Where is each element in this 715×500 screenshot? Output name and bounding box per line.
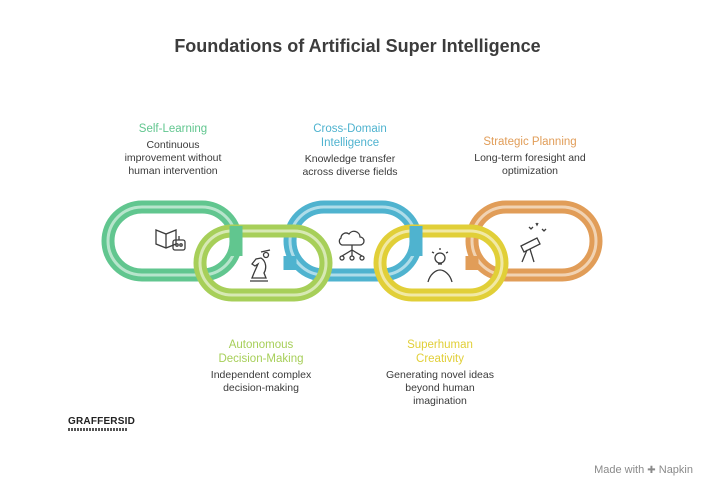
- lightbulb-person-icon: [427, 248, 453, 283]
- logo-text: GRAFFERSID: [68, 416, 135, 427]
- label-creativity: Superhuman Creativity Generating novel i…: [365, 338, 515, 408]
- link-ring-yellow-highlight: [378, 229, 504, 297]
- link-ring-lime-highlight: [198, 229, 328, 297]
- cloud-network-icon: [338, 230, 365, 261]
- heading-creativity: Superhuman Creativity: [407, 339, 473, 365]
- chess-knight-icon: [250, 249, 271, 282]
- heading-self-learning: Self-Learning: [138, 123, 208, 135]
- telescope-icon: [520, 222, 547, 263]
- desc-self-learning: Continuous improvement without human int…: [124, 139, 222, 177]
- label-self-learning: Self-Learning Continuous improvement wit…: [98, 122, 248, 178]
- heading-strategic-planning: Strategic Planning: [483, 136, 577, 148]
- logo-tagline-bar: [68, 428, 128, 431]
- desc-creativity: Generating novel ideas beyond human imag…: [386, 369, 494, 407]
- made-with-text: Made with: [594, 464, 645, 476]
- napkin-logo-icon: ✚: [647, 465, 656, 476]
- heading-cross-domain: Cross-Domain Intelligence: [313, 123, 387, 149]
- desc-strategic-planning: Long-term foresight and optimization: [474, 152, 586, 177]
- link-ring-orange-highlight: [470, 205, 598, 277]
- napkin-brand-text: Napkin: [658, 464, 693, 476]
- chain-link-strategic-planning: [465, 200, 603, 282]
- label-autonomous: Autonomous Decision-Making Independent c…: [186, 338, 336, 395]
- diagram-title: Foundations of Artificial Super Intellig…: [174, 36, 541, 56]
- desc-cross-domain: Knowledge transfer across diverse fields: [302, 153, 398, 178]
- desc-autonomous: Independent complex decision-making: [210, 369, 312, 394]
- napkin-footer[interactable]: Made with ✚ Napkin: [594, 464, 693, 476]
- heading-autonomous: Autonomous Decision-Making: [218, 339, 304, 365]
- label-strategic-planning: Strategic Planning Long-term foresight a…: [455, 135, 605, 178]
- label-cross-domain: Cross-Domain Intelligence Knowledge tran…: [275, 122, 425, 179]
- graffersid-logo: GRAFFERSID: [68, 416, 138, 438]
- book-robot-icon: [155, 229, 186, 251]
- chain-link-creativity: [373, 224, 509, 302]
- chain-link-autonomous: [193, 224, 333, 302]
